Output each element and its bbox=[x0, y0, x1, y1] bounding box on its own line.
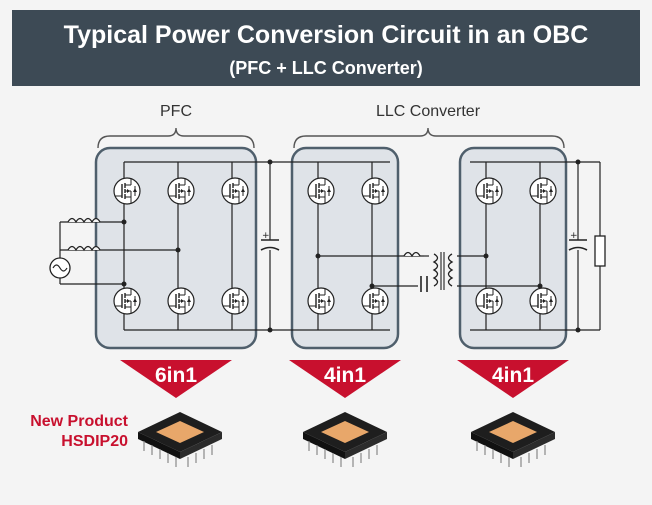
mosfet-icon bbox=[475, 177, 503, 205]
hsdip20-package-icon bbox=[470, 411, 556, 468]
hsdip20-package-icon bbox=[302, 411, 388, 468]
capacitor-icon bbox=[418, 276, 430, 292]
mosfet-icon bbox=[113, 177, 141, 205]
new-product-label: New Product HSDIP20 bbox=[18, 412, 128, 452]
mosfet-icon bbox=[307, 177, 335, 205]
ac-source-icon bbox=[49, 257, 71, 279]
mosfet-icon bbox=[167, 287, 195, 315]
mosfet-icon bbox=[361, 287, 389, 315]
transformer-icon bbox=[429, 250, 457, 292]
resistor-icon bbox=[594, 235, 606, 267]
mosfet-icon bbox=[221, 177, 249, 205]
header-banner: Typical Power Conversion Circuit in an O… bbox=[12, 10, 640, 86]
llc-brace bbox=[293, 127, 565, 149]
mosfet-icon bbox=[475, 287, 503, 315]
badge-arrow-pfc bbox=[120, 360, 232, 398]
new-product-line1: New Product bbox=[30, 413, 128, 430]
badge-label-llc-secondary: 4in1 bbox=[492, 364, 534, 387]
inductor-icon bbox=[403, 251, 421, 258]
llc-primary-module bbox=[290, 146, 400, 350]
page-title: Typical Power Conversion Circuit in an O… bbox=[63, 21, 589, 49]
inductor-icon bbox=[67, 245, 101, 252]
junction-dots bbox=[121, 159, 581, 333]
svg-text:+: + bbox=[262, 231, 270, 241]
pfc-label: PFC bbox=[160, 103, 192, 120]
mosfet-icon bbox=[361, 177, 389, 205]
capacitor-icon: + bbox=[568, 231, 588, 251]
svg-text:+: + bbox=[570, 231, 578, 241]
hsdip20-package-icon bbox=[137, 411, 223, 468]
llc-secondary-module bbox=[458, 146, 568, 350]
mosfet-icon bbox=[113, 287, 141, 315]
badge-arrow-llc-primary bbox=[289, 360, 401, 398]
mosfet-icon bbox=[529, 287, 557, 315]
inductor-icon bbox=[67, 217, 101, 224]
page-subtitle: (PFC + LLC Converter) bbox=[229, 58, 423, 78]
mosfet-icon bbox=[221, 287, 249, 315]
pfc-brace bbox=[97, 127, 255, 149]
llc-label: LLC Converter bbox=[376, 103, 481, 120]
badge-arrow-llc-secondary bbox=[457, 360, 569, 398]
mosfet-icon bbox=[307, 287, 335, 315]
badge-label-pfc: 6in1 bbox=[155, 364, 197, 387]
badge-label-llc-primary: 4in1 bbox=[324, 364, 366, 387]
mosfet-icon bbox=[529, 177, 557, 205]
capacitor-icon: + bbox=[260, 231, 280, 251]
new-product-line2: HSDIP20 bbox=[61, 433, 128, 450]
mosfet-icon bbox=[167, 177, 195, 205]
